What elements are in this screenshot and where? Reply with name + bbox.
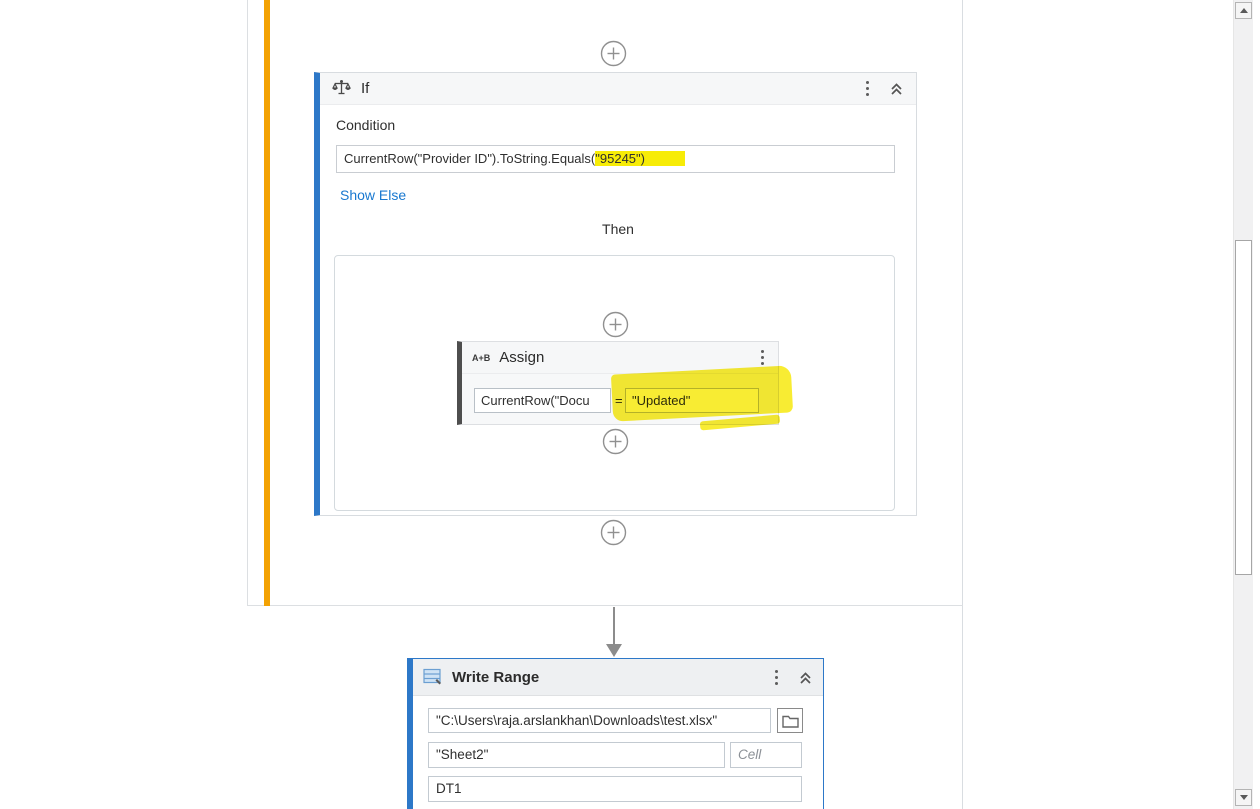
if-activity-body: Condition CurrentRow("Provider ID").ToSt… bbox=[320, 105, 916, 515]
collapse-icon[interactable] bbox=[798, 670, 813, 685]
cell-input[interactable]: Cell bbox=[730, 742, 802, 768]
assign-activity-title: Assign bbox=[499, 349, 545, 366]
show-else-link[interactable]: Show Else bbox=[340, 187, 407, 203]
condition-expression-input[interactable]: CurrentRow("Provider ID").ToString.Equal… bbox=[336, 145, 895, 173]
condition-label: Condition bbox=[336, 117, 396, 133]
scales-icon bbox=[332, 80, 351, 95]
scroll-up-icon bbox=[1239, 8, 1248, 13]
vertical-scrollbar-thumb[interactable] bbox=[1235, 240, 1252, 575]
plus-icon bbox=[600, 519, 627, 546]
scroll-down-icon bbox=[1239, 795, 1248, 800]
plus-icon bbox=[602, 428, 629, 455]
browse-file-button[interactable] bbox=[777, 708, 803, 733]
more-options-icon[interactable] bbox=[755, 346, 770, 369]
assign-equals-sign: = bbox=[615, 393, 623, 408]
condition-expression-text: CurrentRow("Provider ID").ToString.Equal… bbox=[344, 151, 596, 166]
collapse-icon[interactable] bbox=[889, 81, 904, 96]
excel-table-icon bbox=[423, 668, 441, 685]
assign-activity-header[interactable]: A+B Assign bbox=[462, 342, 778, 374]
add-activity-button[interactable] bbox=[600, 40, 627, 67]
add-activity-button[interactable] bbox=[600, 519, 627, 546]
write-range-activity-card: Write Range "C:\Users\raja.arslankhan\Do… bbox=[407, 658, 824, 809]
yellow-marker-highlight-tail bbox=[699, 414, 781, 431]
sequence-body-container bbox=[247, 0, 963, 606]
flow-connector-line bbox=[613, 607, 615, 645]
then-branch-label: Then bbox=[602, 221, 634, 237]
sheet-name-input[interactable]: "Sheet2" bbox=[428, 742, 725, 768]
scroll-down-button[interactable] bbox=[1235, 789, 1252, 806]
add-activity-button[interactable] bbox=[602, 428, 629, 455]
scroll-up-button[interactable] bbox=[1235, 2, 1252, 19]
container-accent-bar bbox=[264, 0, 270, 606]
write-range-activity-title: Write Range bbox=[452, 668, 540, 686]
write-range-activity-header[interactable]: Write Range bbox=[413, 659, 823, 696]
if-activity-header[interactable]: If bbox=[320, 73, 916, 105]
flow-connector-arrowhead bbox=[606, 644, 622, 657]
add-activity-button[interactable] bbox=[602, 311, 629, 338]
datatable-input[interactable]: DT1 bbox=[428, 776, 802, 802]
more-options-icon[interactable] bbox=[769, 666, 784, 689]
if-activity-card: If Condition CurrentRow("Provider ID").T… bbox=[314, 72, 917, 516]
plus-icon bbox=[602, 311, 629, 338]
assign-value-input[interactable]: "Updated" bbox=[625, 388, 759, 413]
more-options-icon[interactable] bbox=[860, 77, 875, 100]
folder-icon bbox=[781, 715, 799, 728]
assign-activity-card: A+B Assign CurrentRow("Docu = "Updated" bbox=[457, 341, 794, 431]
assign-icon: A+B bbox=[472, 352, 491, 363]
assign-to-input[interactable]: CurrentRow("Docu bbox=[474, 388, 611, 413]
workbook-path-input[interactable]: "C:\Users\raja.arslankhan\Downloads\test… bbox=[428, 708, 771, 733]
designer-panel-edge bbox=[962, 0, 963, 809]
plus-icon bbox=[600, 40, 627, 67]
if-activity-title: If bbox=[361, 80, 370, 97]
then-branch-container: A+B Assign CurrentRow("Docu = "Updated" bbox=[334, 255, 895, 511]
condition-highlighted-text: "95245") bbox=[595, 151, 685, 166]
